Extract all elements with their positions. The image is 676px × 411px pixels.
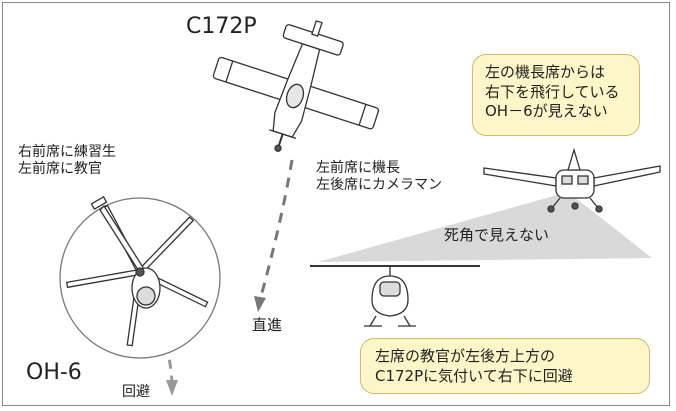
callout-top: 左の機長席からは 右下を飛行している OH－6が見えない	[472, 54, 640, 136]
c172p-label: C172P	[186, 14, 257, 39]
evade-label: 回避	[122, 384, 150, 400]
straight-arrowhead	[254, 296, 266, 312]
oh6-label: OH-6	[26, 360, 82, 385]
blind-spot-cone	[318, 192, 652, 262]
c172p-top-view	[212, 20, 380, 152]
oh6-top-view	[59, 196, 221, 359]
straight-label: 直進	[252, 316, 283, 334]
callout-bottom: 左席の教官が左後方上方の C172Pに気付いて右下に回避	[360, 338, 650, 394]
oh6-front-view	[310, 265, 480, 327]
helicopter-crew-label: 右前席に練習生 左前席に教官	[18, 144, 116, 177]
cessna-rear-view	[483, 147, 661, 213]
blind-spot-label: 死角で見えない	[444, 226, 550, 244]
evade-arrowhead	[166, 380, 178, 396]
cessna-crew-label: 左前席に機長 左後席にカメラマン	[316, 160, 442, 193]
cessna-straight-path	[258, 159, 294, 301]
